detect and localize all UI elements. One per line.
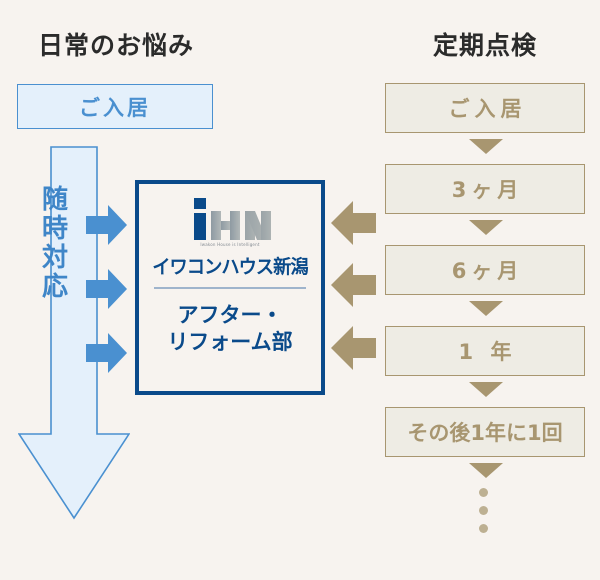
left-arrow-icon (330, 200, 376, 246)
inspection-step-box: 3ヶ月 (385, 164, 585, 214)
anytime-char-1: 時 (41, 214, 68, 245)
left-arrow-icon (330, 325, 376, 371)
department-line-1: リフォーム部 (167, 330, 293, 355)
department-line-0: アフター・ (177, 303, 283, 327)
down-triangle-icon (469, 139, 503, 154)
inspection-step-box: 1 年 (385, 326, 585, 376)
down-arrow-icon (18, 146, 130, 536)
right-arrow-icon (86, 332, 128, 374)
left-arrow-icon (330, 262, 376, 308)
right-column-header: 定期点検 (432, 31, 537, 60)
inspection-step-box: 6ヶ月 (385, 245, 585, 295)
anytime-response-label: 随 時 対 応 (36, 185, 74, 303)
logo-tagline: Iwakon House is Intelligent (200, 242, 260, 247)
card-divider (154, 287, 306, 289)
company-department-card: Iwakon House is Intelligent イワコンハウス新潟 アフ… (135, 180, 325, 395)
left-column-header: 日常のお悩み (37, 31, 194, 60)
right-arrow-icon (86, 204, 128, 246)
down-triangle-icon (469, 382, 503, 397)
inspection-step-box: ご入居 (385, 83, 585, 133)
anytime-char-0: 随 (41, 185, 68, 215)
company-name: イワコンハウス新潟 (152, 256, 308, 278)
inspection-step-box: その後1年に1回 (385, 407, 585, 457)
continuation-dot-icon (479, 488, 488, 497)
department-name: アフター・ リフォーム部 (139, 302, 321, 357)
continuation-dot-icon (479, 506, 488, 515)
anytime-char-2: 対 (41, 243, 68, 274)
continuation-dot-icon (479, 524, 488, 533)
right-arrow-icon (86, 268, 128, 310)
down-triangle-icon (469, 301, 503, 316)
ihn-logo-icon (188, 198, 272, 240)
anytime-char-3: 応 (41, 272, 68, 303)
down-triangle-icon (469, 220, 503, 235)
left-move-in-box: ご入居 (17, 84, 213, 129)
down-triangle-icon (469, 463, 503, 478)
